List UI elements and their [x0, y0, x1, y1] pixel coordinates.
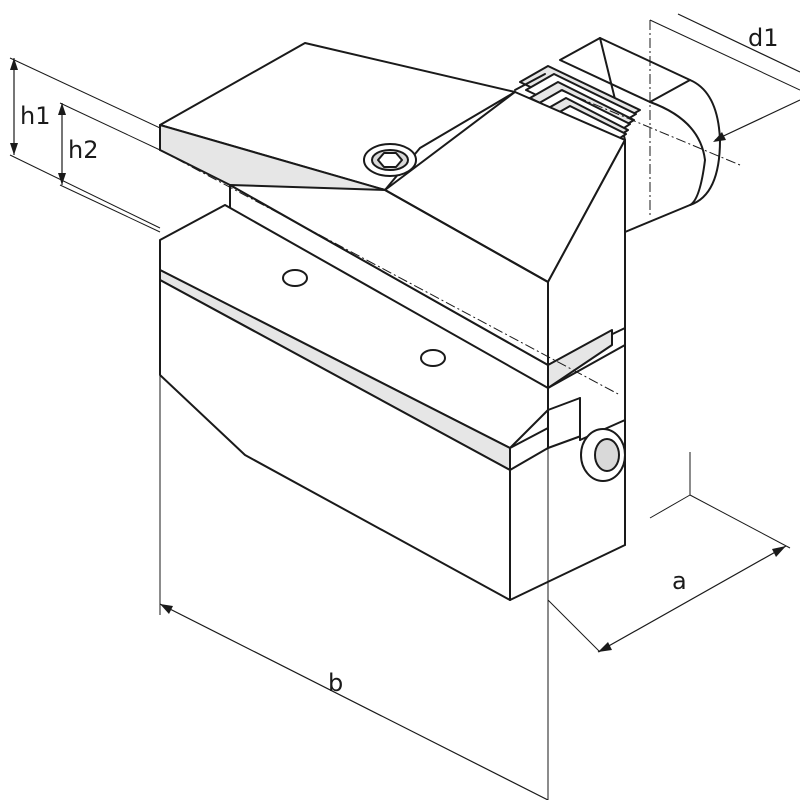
dimensions — [10, 13, 800, 800]
d1-extension — [649, 19, 800, 91]
base-body — [159, 204, 626, 601]
h2-arrow-bottom — [58, 173, 66, 185]
dimension-labels: h1 h2 d1 a b — [20, 24, 779, 697]
b-dimension-line — [159, 603, 549, 800]
base-front-face — [159, 279, 511, 601]
d1-dimension-line-bottom — [714, 99, 800, 141]
centerline-shank-axis — [559, 89, 741, 166]
thread-root — [514, 73, 546, 91]
label-d1: d1 — [748, 24, 779, 52]
slot-inner — [547, 329, 613, 389]
label-h1: h1 — [20, 102, 50, 130]
d1-dimension-line-top — [677, 13, 800, 73]
h2-extension-top — [59, 102, 161, 151]
a-arrow-right — [772, 546, 786, 557]
h1-extension-bottom — [9, 154, 161, 229]
h1-arrow-bottom — [10, 143, 18, 155]
plate-hole-1 — [282, 269, 308, 287]
a-dimension-line — [597, 545, 787, 653]
shank-end-edge — [649, 79, 691, 103]
label-a: a — [672, 567, 687, 595]
h2-arrow-top — [58, 103, 66, 115]
d1-arrow — [713, 132, 726, 142]
bolt-hole-icon — [282, 269, 446, 367]
a-arrow-left — [598, 642, 612, 652]
label-b: b — [328, 669, 343, 697]
hex-socket-screw-icon — [363, 143, 417, 177]
centerline-h2 — [159, 149, 621, 396]
a-extension-right — [689, 494, 791, 549]
hex-socket — [377, 152, 403, 168]
extension-lines — [9, 57, 161, 229]
shank-end-face — [649, 101, 706, 206]
side-bolt-recess — [594, 438, 620, 472]
b-arrow-left — [160, 604, 173, 614]
shank — [559, 37, 721, 233]
h2-extension-bottom — [59, 184, 161, 233]
shank-top-edge — [559, 37, 651, 103]
h1-arrow-top — [10, 58, 18, 70]
clamp-edge — [384, 189, 549, 283]
plate-corner-edge — [509, 427, 549, 449]
side-bolt — [580, 428, 626, 482]
plate-hole-2 — [420, 349, 446, 367]
h1-extension-top — [9, 57, 161, 129]
a-extension-left — [547, 599, 601, 653]
center-lines — [159, 20, 741, 396]
label-h2: h2 — [68, 136, 98, 164]
a-extension-short — [649, 494, 691, 519]
